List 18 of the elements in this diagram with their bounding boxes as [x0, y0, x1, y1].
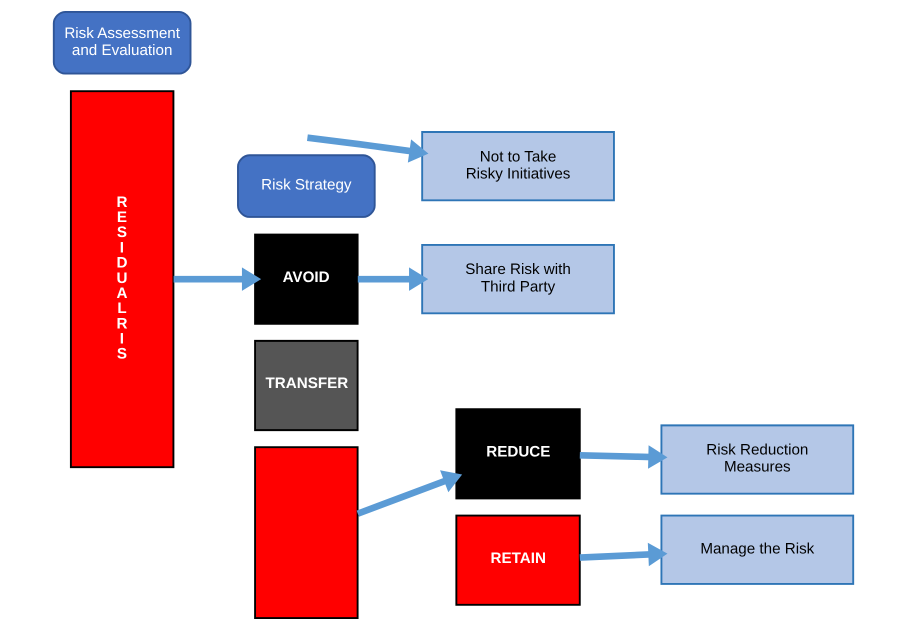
arrow	[580, 542, 668, 566]
node-box: Risk Strategy	[237, 154, 376, 218]
node-box: R E S I D U A L R I S	[70, 90, 174, 468]
arrow	[306, 134, 428, 163]
node-box: Manage the Risk	[660, 514, 854, 585]
node-box: Risk Reduction Measures	[660, 424, 854, 495]
arrow	[356, 470, 462, 517]
arrow	[358, 267, 428, 291]
node-box: REDUCE	[455, 408, 581, 500]
node-box: Not to Take Risky Initiatives	[421, 131, 615, 202]
node-box: RETAIN	[455, 514, 581, 606]
node-box: Risk Assessment and Evaluation	[52, 10, 192, 75]
node-box: AVOID	[254, 234, 359, 325]
node-bar	[254, 446, 359, 620]
node-box: TRANSFER	[254, 340, 359, 432]
node-box: Share Risk with Third Party	[421, 244, 615, 314]
arrow	[580, 445, 668, 469]
arrow	[174, 267, 262, 291]
